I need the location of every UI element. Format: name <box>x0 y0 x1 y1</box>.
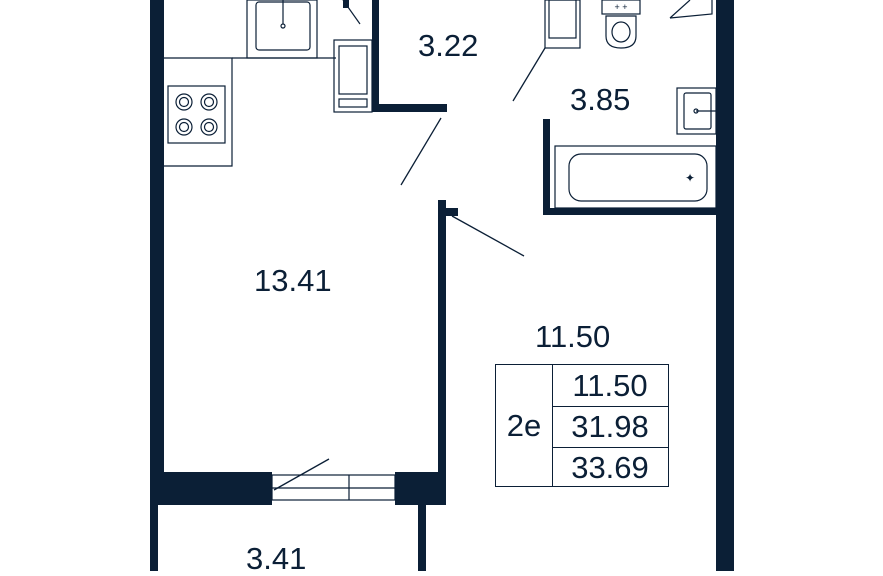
total-area-value: 31.98 <box>552 406 668 447</box>
fridge-icon <box>333 0 373 113</box>
toilet-icon: + + <box>601 0 641 49</box>
room-partition-wall <box>438 200 446 480</box>
hall-partition-wall-bottom <box>372 104 447 112</box>
total-area-with-balcony-value: 33.69 <box>552 447 668 488</box>
balcony-wall-top-left <box>150 472 272 505</box>
kitchen-living-area-label: 13.41 <box>254 263 332 298</box>
window-icon <box>271 474 396 501</box>
svg-text:+ +: + + <box>614 2 627 12</box>
apartment-type-label: 2е <box>496 365 553 486</box>
sink-icon <box>246 0 318 59</box>
area-summary-table: 2е 11.50 31.98 33.69 <box>495 364 669 487</box>
hall-partition-wall <box>372 0 379 112</box>
outer-wall-left <box>150 0 164 480</box>
balcony-wall-left <box>150 505 158 571</box>
balcony-wall-top-right <box>395 472 446 505</box>
svg-text:✦: ✦ <box>685 171 695 185</box>
hall-area-label: 3.22 <box>418 28 479 63</box>
corner-fixture <box>669 0 713 19</box>
kitchen-counter <box>164 57 336 167</box>
area-values: 11.50 31.98 33.69 <box>552 365 668 486</box>
bathroom-area-label: 3.85 <box>570 82 631 117</box>
bathroom-wall-bottom <box>543 208 723 215</box>
balcony-wall-right <box>418 505 426 571</box>
bathroom-wall-left <box>543 119 550 215</box>
bathtub-icon: ✦ <box>554 145 717 209</box>
stove-icon <box>167 85 226 144</box>
room-partition-stub <box>438 208 458 216</box>
walls <box>150 0 734 571</box>
living-area-value: 11.50 <box>572 367 648 403</box>
balcony-area-label: 3.41 <box>246 541 307 576</box>
hall-cabinet <box>544 0 581 49</box>
room-area-label: 11.50 <box>535 319 611 354</box>
washbasin-icon <box>676 87 717 135</box>
outer-wall-right <box>716 0 734 571</box>
